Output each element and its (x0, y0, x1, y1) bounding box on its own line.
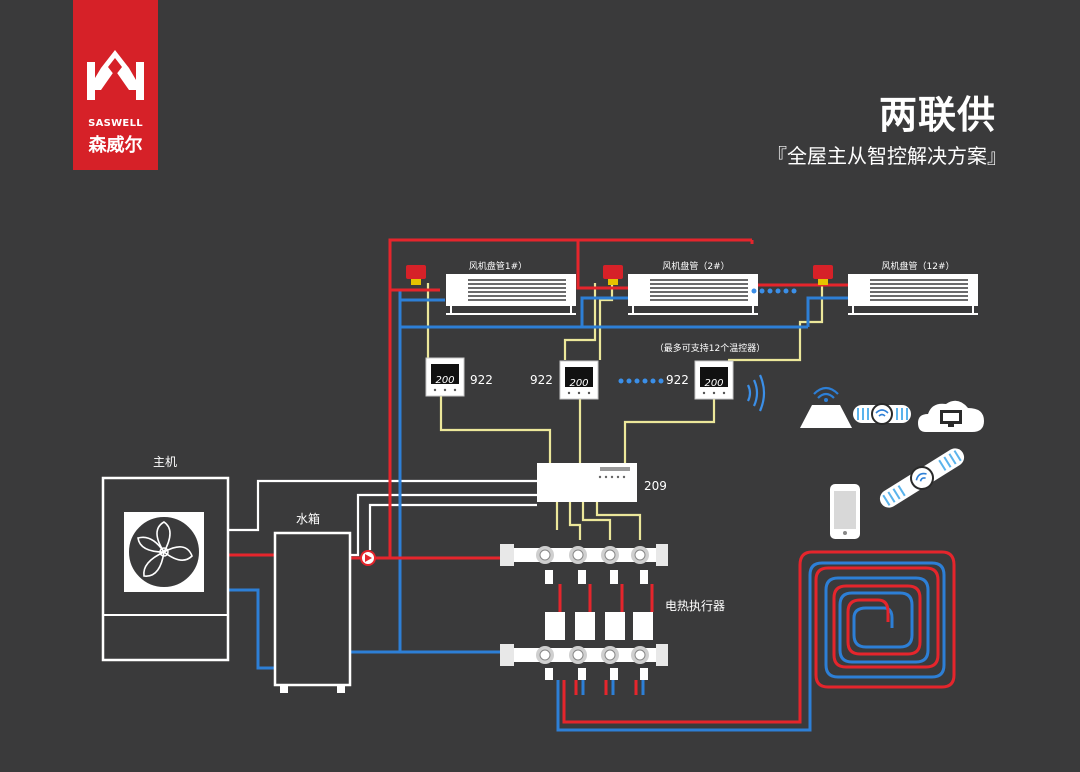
valve-icon (603, 265, 623, 285)
valve-icon (813, 265, 833, 285)
phone-cloud-link-icon (879, 448, 965, 508)
actuator-label: 电热执行器 (665, 599, 725, 613)
brand-logo: SASWELL 森威尔 (73, 0, 158, 170)
electric-actuators (545, 612, 653, 640)
manifold-risers (558, 584, 654, 695)
thermostat-1-model: 922 (470, 373, 493, 387)
brand-name-cn: 森威尔 (88, 135, 143, 156)
signal-wires (426, 283, 824, 540)
tank-label: 水箱 (296, 511, 320, 526)
valve-icon (406, 265, 426, 285)
thermostat-ellipsis-dots (618, 378, 664, 384)
manifold-connectors (545, 570, 648, 680)
thermostat-2-display: 200 (569, 378, 588, 389)
fcu-12-label: 风机盘管（12#） (882, 260, 955, 272)
smartphone-icon (830, 484, 860, 539)
router-icon (800, 386, 852, 428)
host-label: 主机 (153, 455, 177, 469)
pump-icon (360, 550, 376, 566)
wireless-signal-icon (747, 374, 766, 412)
thermostat-12-model: 922 (666, 373, 689, 387)
hub-model-label: 209 (644, 479, 667, 493)
cold-pipes (228, 290, 946, 732)
brand-name-en: SASWELL (88, 118, 143, 129)
cloud-monitor-icon (918, 400, 984, 432)
fan-coil-unit-12 (848, 274, 978, 315)
wireless-link-icon (853, 403, 911, 425)
fcu-1-label: 风机盘管1#） (469, 260, 527, 272)
thermostat-12-display: 200 (704, 378, 723, 389)
fan-coil-unit-1 (446, 274, 576, 315)
control-wires (228, 479, 537, 557)
supply-manifold (500, 543, 669, 567)
thermostat-2-model: 922 (530, 373, 553, 387)
return-manifold (500, 643, 669, 667)
saswell-logo-icon (87, 50, 144, 100)
fan-icon (137, 521, 193, 577)
page-title: 两联供 (878, 93, 996, 137)
thermostat-1-display: 200 (435, 375, 454, 386)
fan-coil-unit-2 (628, 274, 758, 315)
host-unit (101, 476, 230, 662)
water-tank (273, 531, 352, 693)
fcu-ellipsis-dots (751, 288, 797, 294)
page-subtitle: 『全屋主从智控解决方案』 (767, 144, 1007, 168)
hub-controller (537, 463, 637, 502)
fcu-2-label: 风机盘管（2#） (662, 260, 729, 272)
max-thermostat-note: （最多可支持12个温控器） (655, 342, 765, 354)
